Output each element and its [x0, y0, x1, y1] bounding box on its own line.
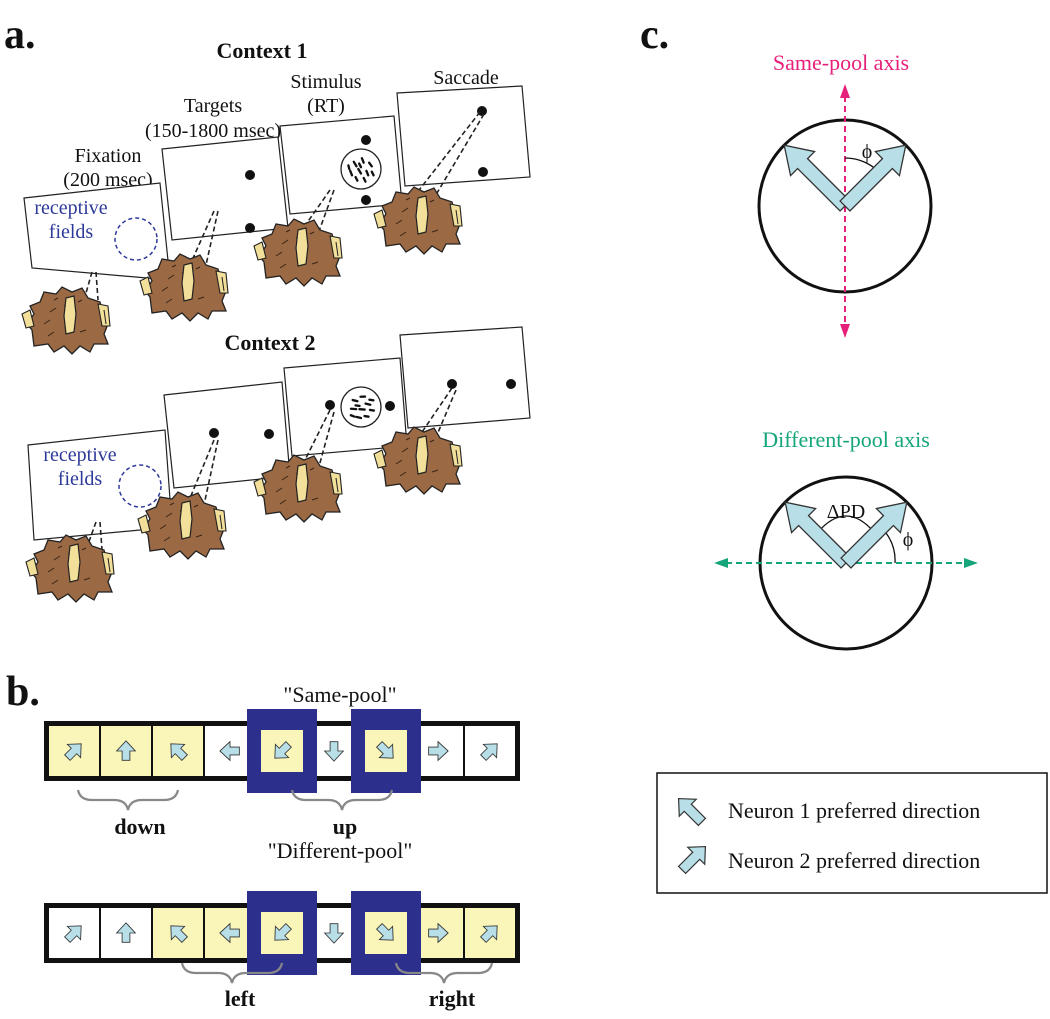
fixation-label: Fixation	[75, 145, 142, 167]
monkey	[21, 286, 111, 355]
receptive-fields-label: fields	[58, 468, 103, 490]
saccade-label: Saccade	[433, 67, 499, 89]
stimulus-label: Stimulus	[290, 71, 361, 93]
same-pool-axis	[840, 84, 850, 338]
monkey	[25, 534, 115, 603]
same-pool-axis-label: Same-pool axis	[773, 50, 909, 75]
different-pool-axis-label: Different-pool axis	[762, 427, 930, 452]
neuron-2-legend-label: Neuron 2 preferred direction	[728, 848, 980, 873]
neuron-1-legend-label: Neuron 1 preferred direction	[728, 798, 980, 823]
neuron-2-legend-arrow	[677, 845, 707, 875]
up-label: up	[333, 814, 357, 839]
targets-label: Targets	[184, 95, 242, 117]
receptive-fields-label: receptive	[34, 197, 107, 219]
different-pool-braces	[180, 962, 494, 984]
right-label: right	[429, 986, 476, 1011]
down-label: down	[114, 814, 165, 839]
context-1-stimuli	[114, 106, 488, 261]
phi-label: ϕ	[862, 141, 873, 163]
different-pool-neuron-1-arrow	[784, 501, 852, 569]
legend: Neuron 1 preferred direction Neuron 2 pr…	[656, 772, 1048, 894]
different-pool-neuron-2-arrow	[840, 501, 908, 569]
panel-b-label: b.	[6, 669, 40, 715]
targets-duration: (150-1800 msec)	[145, 120, 281, 142]
panel-a-label: a.	[4, 12, 36, 58]
context-2-title: Context 2	[224, 330, 315, 355]
delta-pd-label: ΔPD	[827, 501, 865, 523]
context-2-stimuli	[118, 379, 516, 508]
delta-pd-arc	[817, 515, 875, 533]
same-pool-title: "Same-pool"	[283, 682, 396, 707]
receptive-fields-label: fields	[49, 221, 94, 243]
left-label: left	[225, 986, 256, 1011]
legend-box	[656, 772, 1048, 894]
stimulus-duration: (RT)	[307, 95, 345, 117]
same-pool-braces	[76, 789, 394, 811]
neuron-1-legend-arrow	[677, 797, 707, 827]
phi-arc	[885, 532, 896, 564]
phi-label: ϕ	[903, 529, 914, 551]
different-pool-direction-strip	[44, 891, 520, 975]
receptive-fields-label: receptive	[43, 444, 116, 466]
context-1-screens	[23, 85, 531, 281]
context-1-title: Context 1	[216, 38, 307, 63]
same-pool-direction-strip	[44, 709, 520, 793]
panel-c-label: c.	[640, 12, 669, 58]
same-pool-neuron-2-arrow	[839, 144, 907, 212]
same-pool-neuron-1-arrow	[783, 144, 851, 212]
different-pool-title: "Different-pool"	[268, 838, 413, 863]
fixation-duration: (200 msec)	[63, 169, 152, 191]
